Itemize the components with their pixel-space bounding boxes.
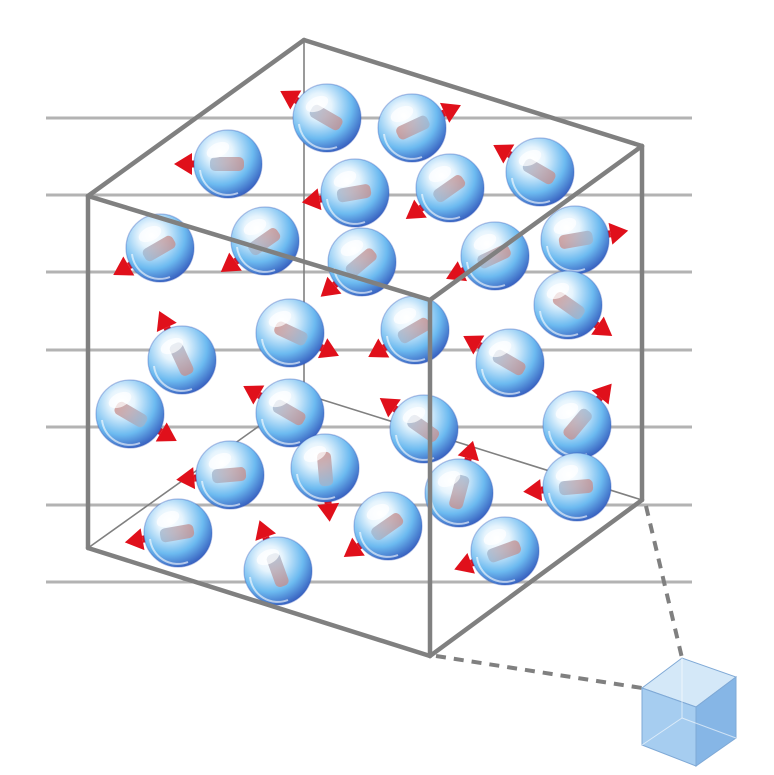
spin-sphere-icon xyxy=(124,498,213,568)
spin-sphere-icon xyxy=(540,205,629,275)
spin-sphere-icon xyxy=(454,516,540,586)
cube-icon xyxy=(640,657,738,767)
cube-edge xyxy=(85,193,433,303)
cube-edge xyxy=(301,37,645,149)
zoom-connector-line xyxy=(435,654,643,690)
spin-sphere-icon xyxy=(343,491,423,561)
spin-sphere-icon xyxy=(424,440,494,528)
cube-edge xyxy=(427,143,645,303)
spin-sphere-icon xyxy=(290,433,360,522)
spin-sphere-icon xyxy=(280,83,362,153)
spin-sphere-icon xyxy=(368,295,450,365)
cube-edge xyxy=(85,37,307,199)
particle-layer xyxy=(95,83,629,606)
spin-sphere-icon xyxy=(320,227,397,297)
spin-sphere-icon xyxy=(243,520,313,606)
spin-sphere-icon xyxy=(377,93,461,163)
spin-sphere-icon xyxy=(113,213,195,283)
spin-sphere-icon xyxy=(523,452,612,522)
cube-front-edges xyxy=(85,37,645,659)
cube-edge xyxy=(85,545,433,659)
zoom-connector-line xyxy=(644,505,684,659)
spin-sphere-icon xyxy=(176,440,265,510)
spin-sphere-icon xyxy=(493,137,575,207)
zoom-connector-lines xyxy=(435,505,684,690)
spin-sphere-icon xyxy=(463,328,545,398)
spin-sphere-icon xyxy=(301,158,390,228)
spin-sphere-icon xyxy=(542,383,612,460)
cube-edge xyxy=(427,497,645,659)
spin-sphere-icon xyxy=(174,129,263,199)
spin-sphere-icon xyxy=(405,153,485,223)
spin-sphere-icon xyxy=(95,379,177,449)
spin-sphere-icon xyxy=(533,270,613,340)
spin-sphere-icon xyxy=(379,394,459,464)
spin-sphere-icon xyxy=(243,378,325,448)
spin-sphere-icon xyxy=(147,311,217,395)
spin-sphere-icon xyxy=(255,298,339,368)
